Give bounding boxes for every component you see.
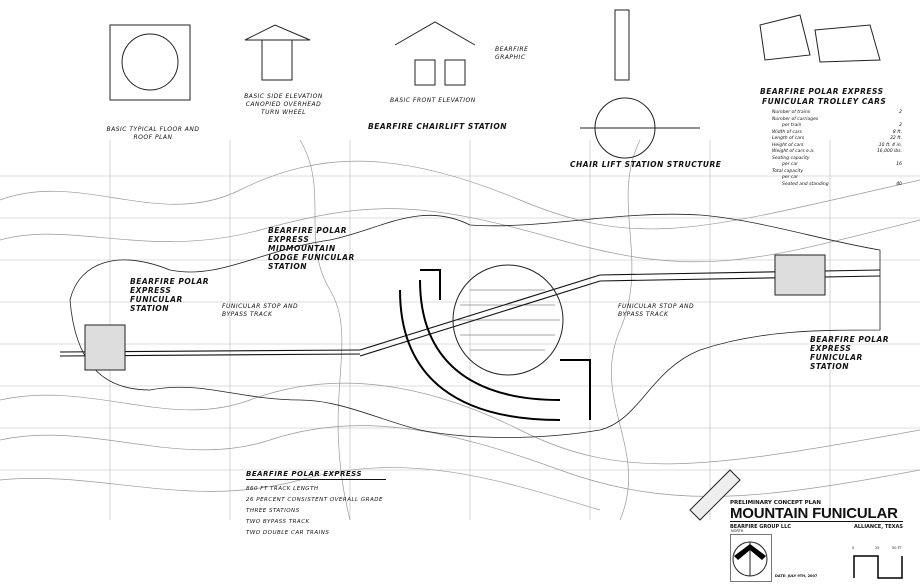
detail-drawings: [109, 9, 881, 159]
trolley-title-2: Funicular Trolley Cars: [762, 97, 887, 106]
summary-item: 26 percent consistent overall grade: [246, 497, 383, 503]
grid-lines: [0, 140, 920, 520]
spec-row: Total capacity: [772, 168, 804, 174]
summary-title: Bearfire Polar Express: [246, 470, 386, 480]
title-block: PRELIMINARY CONCEPT PLAN MOUNTAIN FUNICU…: [730, 500, 903, 530]
label-mid-station: Bearfire Polar Express Midmountain Lodge…: [268, 226, 355, 271]
label-bearfire-graphic: Bearfire graphic: [495, 46, 529, 61]
label-floor-plan: Basic typical floor and roof plan: [106, 126, 200, 141]
north-box: NORTH: [730, 529, 772, 582]
north-label: NORTH: [731, 529, 744, 533]
summary-item: Three stations: [246, 508, 300, 514]
title-main: MOUNTAIN FUNICULAR: [730, 506, 903, 522]
summary-item: Two double car trains: [246, 530, 330, 536]
label-side-elevation: Basic side elevation canopied overhead t…: [244, 93, 323, 116]
title-pre: PRELIMINARY CONCEPT PLAN: [730, 500, 821, 506]
scale-bar: [853, 555, 903, 579]
lodge-rotunda: [452, 264, 564, 376]
summary-item: Two bypass track: [246, 519, 310, 525]
label-chairlift-station: Bearfire chairlift station: [368, 122, 507, 131]
label-left-station: Bearfire Polar Express Funicular Station: [130, 277, 210, 313]
spec-row: Number of carriages: [772, 116, 819, 122]
label-bypass-left: Funicular stop and bypass track: [222, 303, 299, 318]
label-chairlift-structure: Chair lift station structure: [570, 160, 722, 169]
summary-item: 860 ft track length: [246, 486, 319, 492]
spec-row: per car: [782, 175, 798, 180]
label-right-station: Bearfire Polar Express Funicular Station: [810, 335, 890, 371]
label-bypass-right: Funicular stop and bypass track: [618, 303, 695, 318]
terrain-outline: [69, 213, 881, 438]
right-station-building: [774, 254, 826, 296]
chairlift-base: [689, 469, 741, 521]
trolley-title-1: Bearfire Polar Express: [760, 87, 884, 96]
north-arrow: [732, 541, 768, 577]
label-front-elevation: Basic front elevation: [390, 97, 476, 104]
spec-row: Seating capacity: [772, 155, 810, 161]
contour-lines: [0, 139, 920, 521]
spec-row: Weight of cars e.a.16,000 lbs.: [772, 149, 902, 154]
lodge-building: [399, 269, 591, 421]
company-name: BEARFIRE GROUP LLC: [730, 524, 791, 530]
rotunda-hatch: [455, 289, 560, 351]
location: ALLIANCE, TEXAS: [853, 524, 903, 530]
left-station-building: [84, 324, 126, 371]
drawing-date: DATE: JULY 9TH, 2007: [775, 574, 818, 578]
project-summary: Bearfire Polar Express 860 ft track leng…: [246, 470, 386, 541]
